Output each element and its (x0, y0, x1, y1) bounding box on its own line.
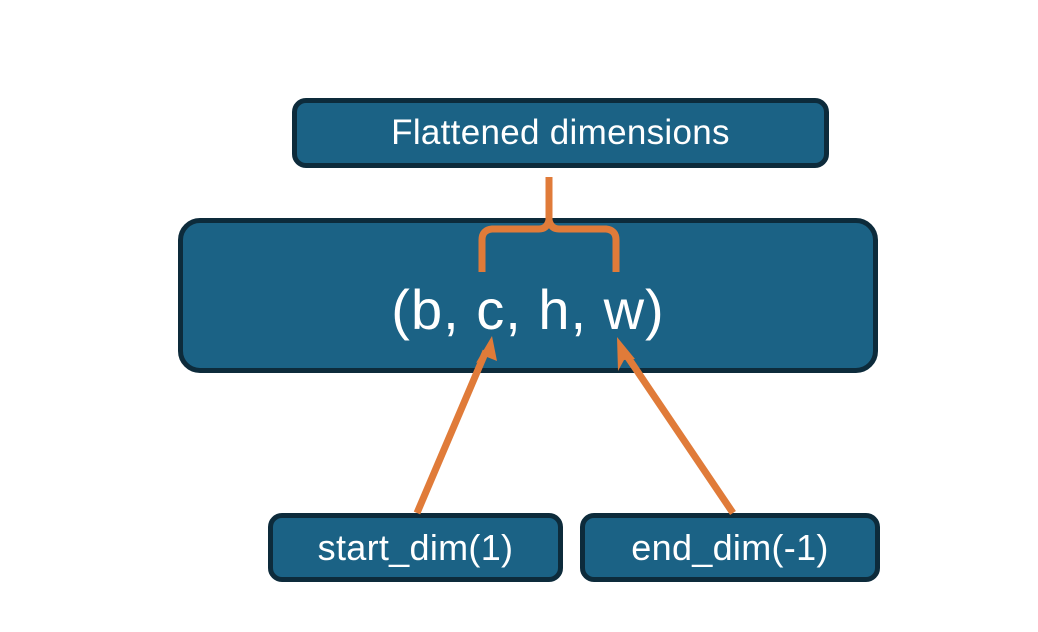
end-dim-box[interactable]: end_dim(-1) (580, 513, 880, 582)
end-dim-arrow-line (622, 351, 736, 515)
start-dim-arrow-line (413, 349, 490, 515)
end-dim-label: end_dim(-1) (631, 526, 829, 568)
start-dim-box[interactable]: start_dim(1) (268, 513, 563, 582)
flattened-dimensions-label: Flattened dimensions (391, 113, 730, 152)
tensor-shape-label: (b, c, h, w) (391, 277, 665, 341)
start-dim-label: start_dim(1) (317, 526, 514, 568)
flattened-dimensions-box[interactable]: Flattened dimensions (292, 98, 829, 168)
brace-connector (478, 177, 620, 272)
tensor-shape-box[interactable]: (b, c, h, w) (178, 218, 878, 373)
